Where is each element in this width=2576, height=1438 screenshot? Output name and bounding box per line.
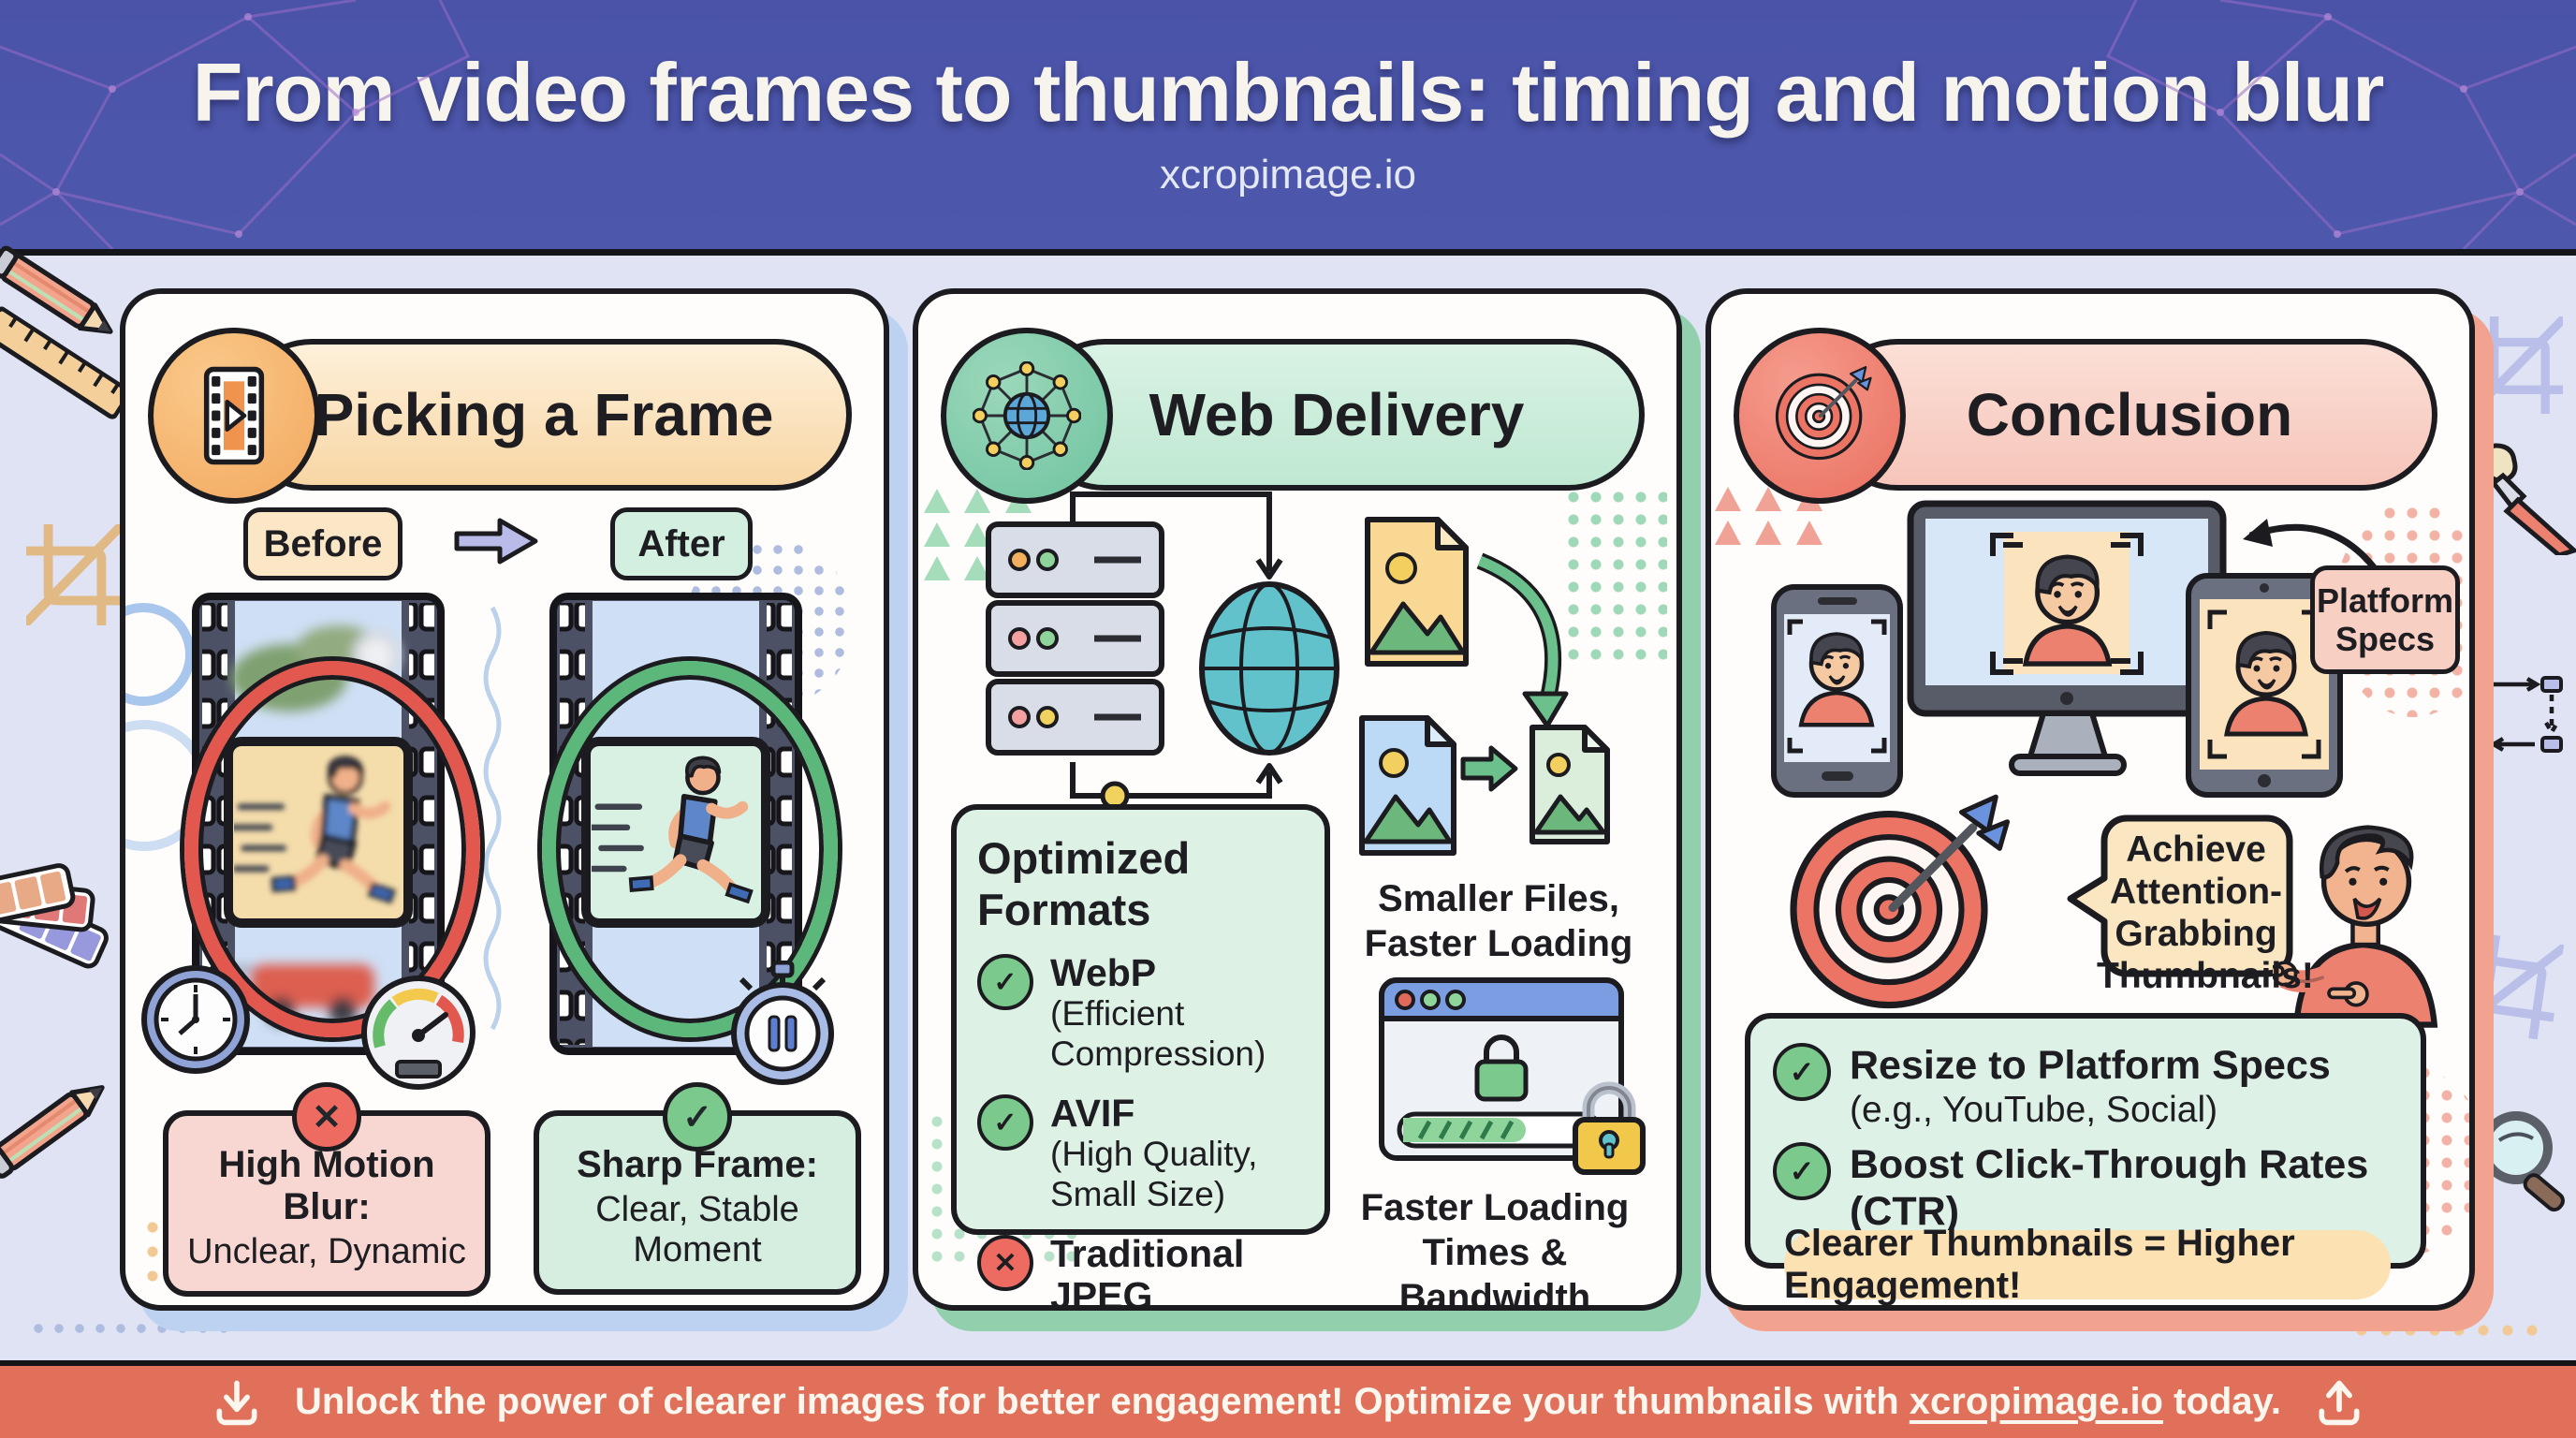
- globe-icon: [1199, 581, 1339, 756]
- after-caption-sub: Clear, Stable Moment: [595, 1190, 799, 1269]
- ruler-icon: [0, 304, 134, 426]
- checklist-sub: (e.g., YouTube, Social): [1850, 1090, 2218, 1131]
- cross-badge-icon: ✕: [292, 1082, 361, 1152]
- checklist-title: Boost Click-Through Rates (CTR): [1850, 1142, 2369, 1234]
- card-title-pill: Picking a Frame: [236, 339, 852, 491]
- speech-bubble: [2067, 814, 2293, 977]
- engagement-banner: Clearer Thumbnails = Higher Engagement!: [1784, 1223, 2391, 1305]
- format-name: Traditional JPEG: [1050, 1232, 1245, 1311]
- conclusion-checklist: ✓ Resize to Platform Specs (e.g., YouTub…: [1745, 1013, 2426, 1269]
- format-name: AVIF: [1050, 1092, 1135, 1136]
- cross-badge-icon: ✕: [977, 1235, 1033, 1292]
- monitor-icon: [1907, 500, 2227, 776]
- arrow-right-icon: [454, 518, 538, 565]
- before-label: Before: [243, 507, 402, 580]
- card-title-pill: Web Delivery: [1029, 339, 1645, 491]
- checklist-title: Resize to Platform Specs: [1850, 1043, 2331, 1088]
- format-item: ✓ AVIF (High Quality, Small Size): [977, 1093, 1304, 1214]
- pencil-icon: [0, 1068, 121, 1189]
- loading-caption: Faster Loading Times & Bandwidth Savings…: [1360, 1187, 1630, 1311]
- checklist-item: ✓ Boost Click-Through Rates (CTR): [1773, 1142, 2398, 1235]
- after-caption-box: ✓ Sharp Frame: Clear, Stable Moment: [534, 1082, 861, 1295]
- check-badge-icon: ✓: [663, 1082, 732, 1152]
- tablet-icon: [2186, 573, 2343, 798]
- target-dart-icon: [1749, 785, 2029, 1024]
- server-stack-icon: [986, 521, 1164, 756]
- check-badge-icon: ✓: [1773, 1142, 1831, 1201]
- speech-bubble-text: Achieve Attention-Grabbing Thumbnails!: [2097, 829, 2314, 996]
- card-conclusion: Conclusion: [1705, 288, 2475, 1311]
- crop-tool-icon: [26, 524, 120, 630]
- format-item: ✓ WebP (Efficient Compression): [977, 951, 1304, 1074]
- format-item: ✕ Traditional JPEG (Larger File): [977, 1232, 1304, 1311]
- stopwatch-pause-icon: [726, 960, 839, 1093]
- download-icon: [216, 1380, 257, 1425]
- format-name: WebP: [1050, 951, 1157, 994]
- padlock-icon: [1573, 1081, 1646, 1175]
- paint-brush-icon: [2471, 438, 2576, 560]
- check-badge-icon: ✓: [977, 1094, 1033, 1152]
- secure-browser-icon: [1379, 977, 1624, 1161]
- before-caption-sub: Unclear, Dynamic: [187, 1232, 466, 1271]
- after-label: After: [610, 507, 753, 580]
- color-swatches-icon: [0, 838, 112, 992]
- magnifier-icon: [2471, 1107, 2574, 1222]
- hero-banner: From video frames to thumbnails: timing …: [0, 0, 2576, 256]
- platform-specs-label: Platform Specs: [2310, 565, 2460, 674]
- film-reel-icon: [148, 328, 320, 504]
- dot-row-decoration: [2349, 1318, 2548, 1343]
- card-picking-frame: Picking a Frame Before After: [120, 288, 889, 1311]
- page-title: From video frames to thumbnails: timing …: [192, 46, 2385, 139]
- image-files-diagram: [1359, 517, 1610, 856]
- before-caption-box: ✕ High Motion Blur: Unclear, Dynamic: [163, 1082, 490, 1297]
- card-title-pill: Conclusion: [1822, 339, 2437, 491]
- arc-decoration: [125, 603, 195, 706]
- footer-cta: Unlock the power of clearer images for b…: [0, 1360, 2576, 1438]
- footer-link[interactable]: xcropimage.io: [1909, 1381, 2163, 1422]
- format-note: (High Quality, Small Size): [1050, 1135, 1258, 1213]
- curved-arrow-icon: [2243, 519, 2377, 570]
- site-name: xcropimage.io: [1160, 152, 1416, 198]
- optimized-formats-panel: Optimized Formats ✓ WebP (Efficient Comp…: [951, 804, 1330, 1305]
- card-title: Web Delivery: [1149, 381, 1525, 448]
- card-title: Picking a Frame: [314, 381, 774, 448]
- check-badge-icon: ✓: [977, 954, 1033, 1010]
- dot-grid-decoration: [1562, 486, 1667, 668]
- card-web-delivery: Web Delivery: [913, 288, 1682, 1311]
- image-file-small-icon: [1530, 725, 1610, 844]
- transform-arrows-icon: [2460, 676, 2568, 765]
- format-note: (Efficient Compression): [1050, 994, 1266, 1073]
- check-badge-icon: ✓: [1773, 1043, 1831, 1101]
- phone-icon: [1771, 584, 1903, 798]
- upload-icon: [2319, 1380, 2360, 1425]
- crop-tool-icon: [2461, 932, 2564, 1046]
- dot-row-decoration: [28, 1318, 227, 1343]
- clock-icon: [139, 962, 253, 1081]
- card-title: Conclusion: [1966, 381, 2293, 448]
- formats-title: Optimized Formats: [977, 833, 1191, 934]
- files-caption: Smaller Files, Faster Loading: [1364, 878, 1633, 964]
- image-file-blue-icon: [1359, 715, 1456, 856]
- crop-tool-icon: [2473, 316, 2563, 418]
- server-to-globe-diagram: [986, 492, 1339, 811]
- image-file-large-icon: [1365, 517, 1469, 667]
- arrow-right-icon: [1460, 745, 1518, 792]
- speedometer-icon: [358, 972, 479, 1102]
- triangle-decoration: [1715, 487, 1827, 545]
- network-globe-icon: [941, 328, 1113, 504]
- presenter-person: [2273, 825, 2438, 1028]
- footer-text: Unlock the power of clearer images for b…: [295, 1381, 2281, 1422]
- checklist-item: ✓ Resize to Platform Specs (e.g., YouTub…: [1773, 1043, 2398, 1133]
- squiggle-divider: [483, 606, 502, 1031]
- before-caption-title: High Motion Blur:: [218, 1144, 435, 1227]
- target-icon: [1734, 328, 1906, 504]
